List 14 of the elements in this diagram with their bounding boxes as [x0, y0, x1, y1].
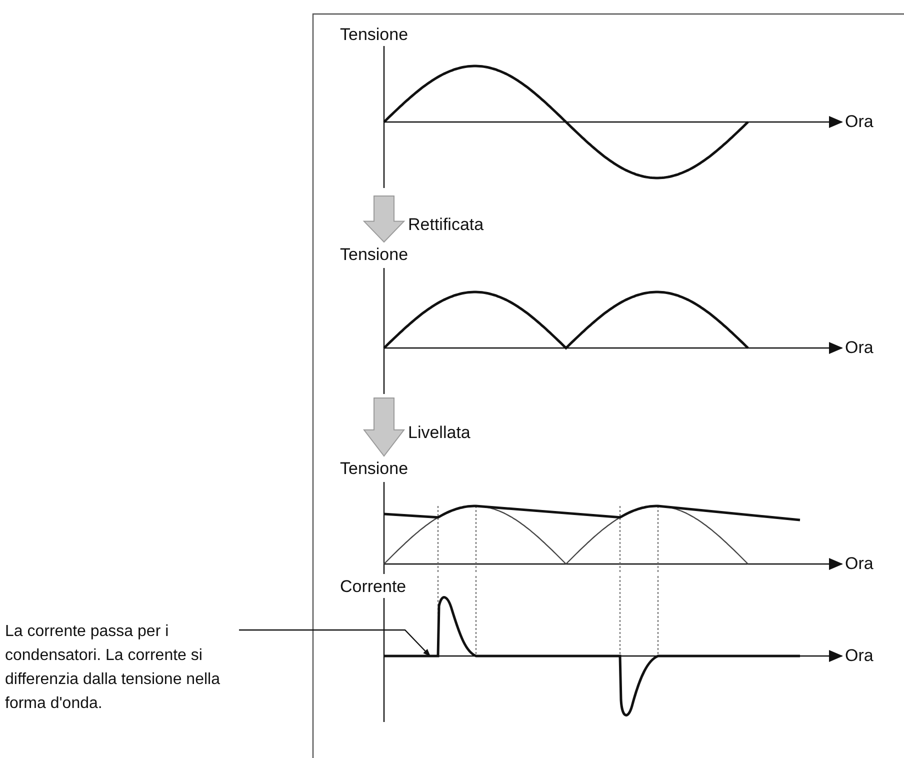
edge-label: Rettificata — [408, 215, 484, 235]
axis-label: Tensione — [340, 245, 408, 265]
edge-label: Livellata — [408, 423, 470, 443]
axis-label: Ora — [845, 554, 874, 574]
axis-label: Ora — [845, 338, 874, 358]
axis-label: Corrente — [340, 577, 406, 597]
axis-label: Ora — [845, 112, 874, 132]
axis-label: Tensione — [340, 25, 408, 45]
leader-line — [239, 629, 431, 657]
annotation-text: La corrente passa per i condensatori. La corrente si differenzia dalla tensione nella forma d'onda. — [5, 620, 237, 716]
block-arrow — [362, 398, 406, 457]
block-arrow — [362, 196, 406, 243]
axis-label: Ora — [845, 646, 874, 666]
axis-label: Tensione — [340, 459, 408, 479]
